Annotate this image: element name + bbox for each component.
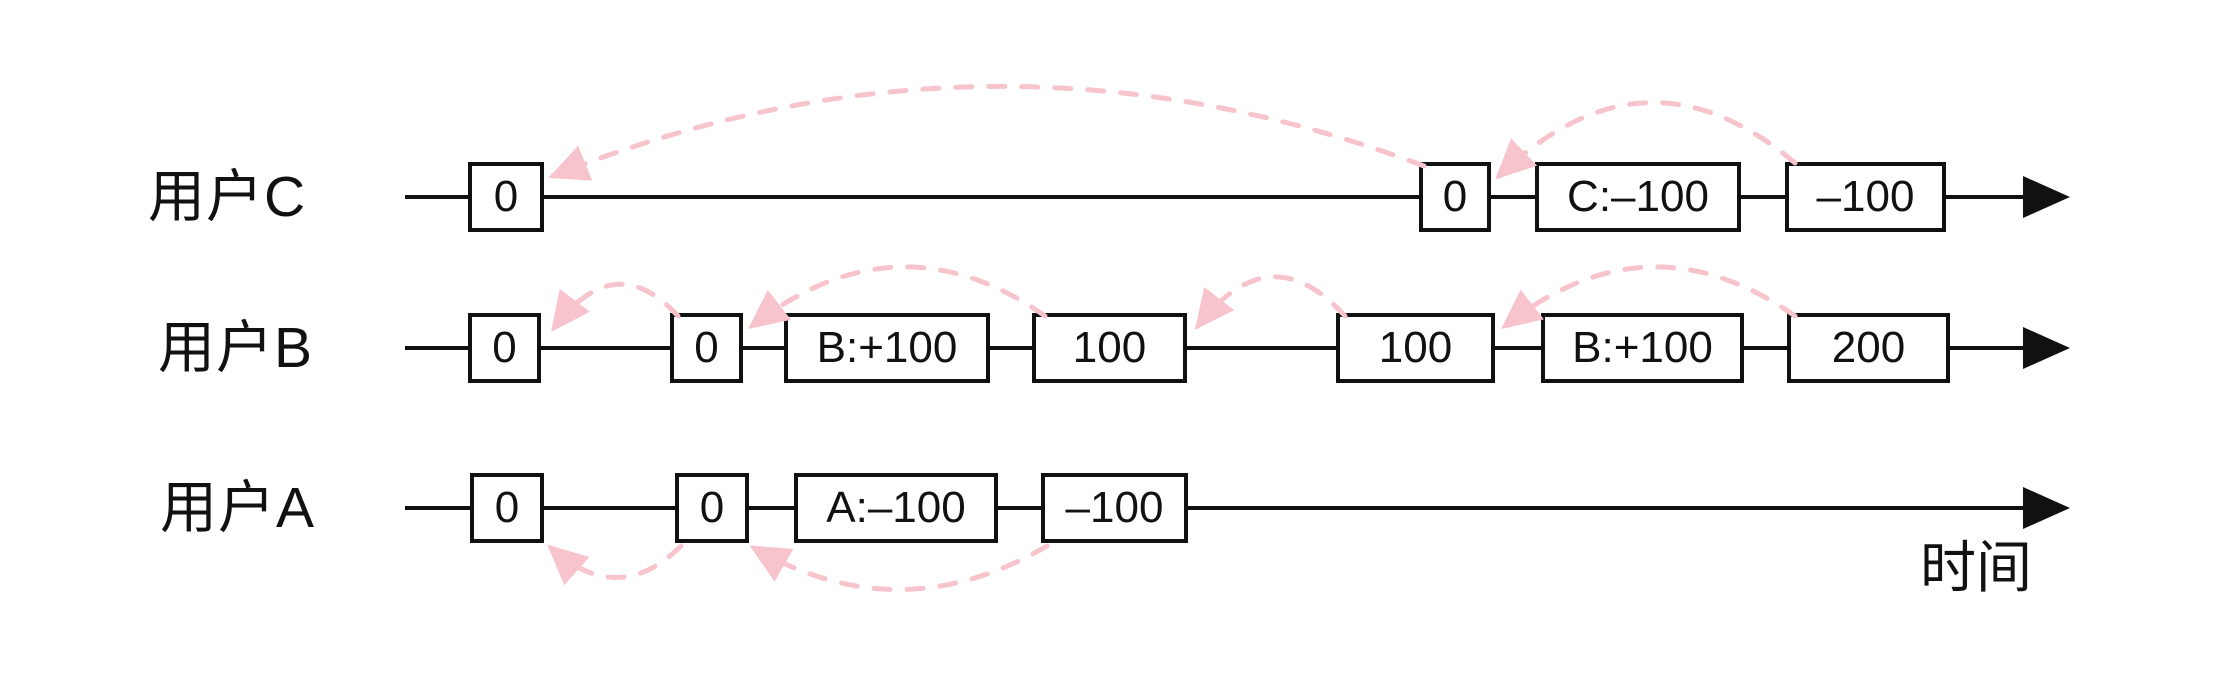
timeline-arrowhead-user-b — [2023, 327, 2070, 369]
state-box: 100 — [1032, 313, 1187, 383]
row-label-user-a: 用户A — [160, 476, 316, 540]
row-label-user-c: 用户C — [148, 165, 307, 229]
sync-arrow — [551, 281, 681, 332]
operation-box: B:+100 — [784, 313, 990, 383]
state-box: 0 — [470, 473, 544, 543]
state-box: 0 — [675, 473, 749, 543]
timeline-arrowhead-user-c — [2023, 176, 2070, 218]
operation-box: B:+100 — [1541, 313, 1744, 383]
state-box: 100 — [1336, 313, 1495, 383]
state-box: 0 — [1419, 162, 1491, 232]
state-box: –100 — [1785, 162, 1946, 232]
row-label-user-b: 用户B — [158, 316, 314, 380]
state-box: –100 — [1041, 473, 1188, 543]
time-axis-label: 时间 — [1920, 536, 2032, 599]
state-box: 200 — [1787, 313, 1950, 383]
state-box: 0 — [468, 313, 541, 383]
state-box: 0 — [468, 162, 544, 232]
operation-box: A:–100 — [794, 473, 998, 543]
sync-arrow — [547, 543, 684, 586]
state-box: 0 — [670, 313, 743, 383]
timeline-arrowhead-user-a — [2023, 487, 2070, 529]
operation-box: C:–100 — [1535, 162, 1741, 232]
sync-arrow — [1194, 274, 1348, 330]
sync-arrow — [548, 83, 1427, 181]
sync-arrow — [749, 543, 1050, 592]
